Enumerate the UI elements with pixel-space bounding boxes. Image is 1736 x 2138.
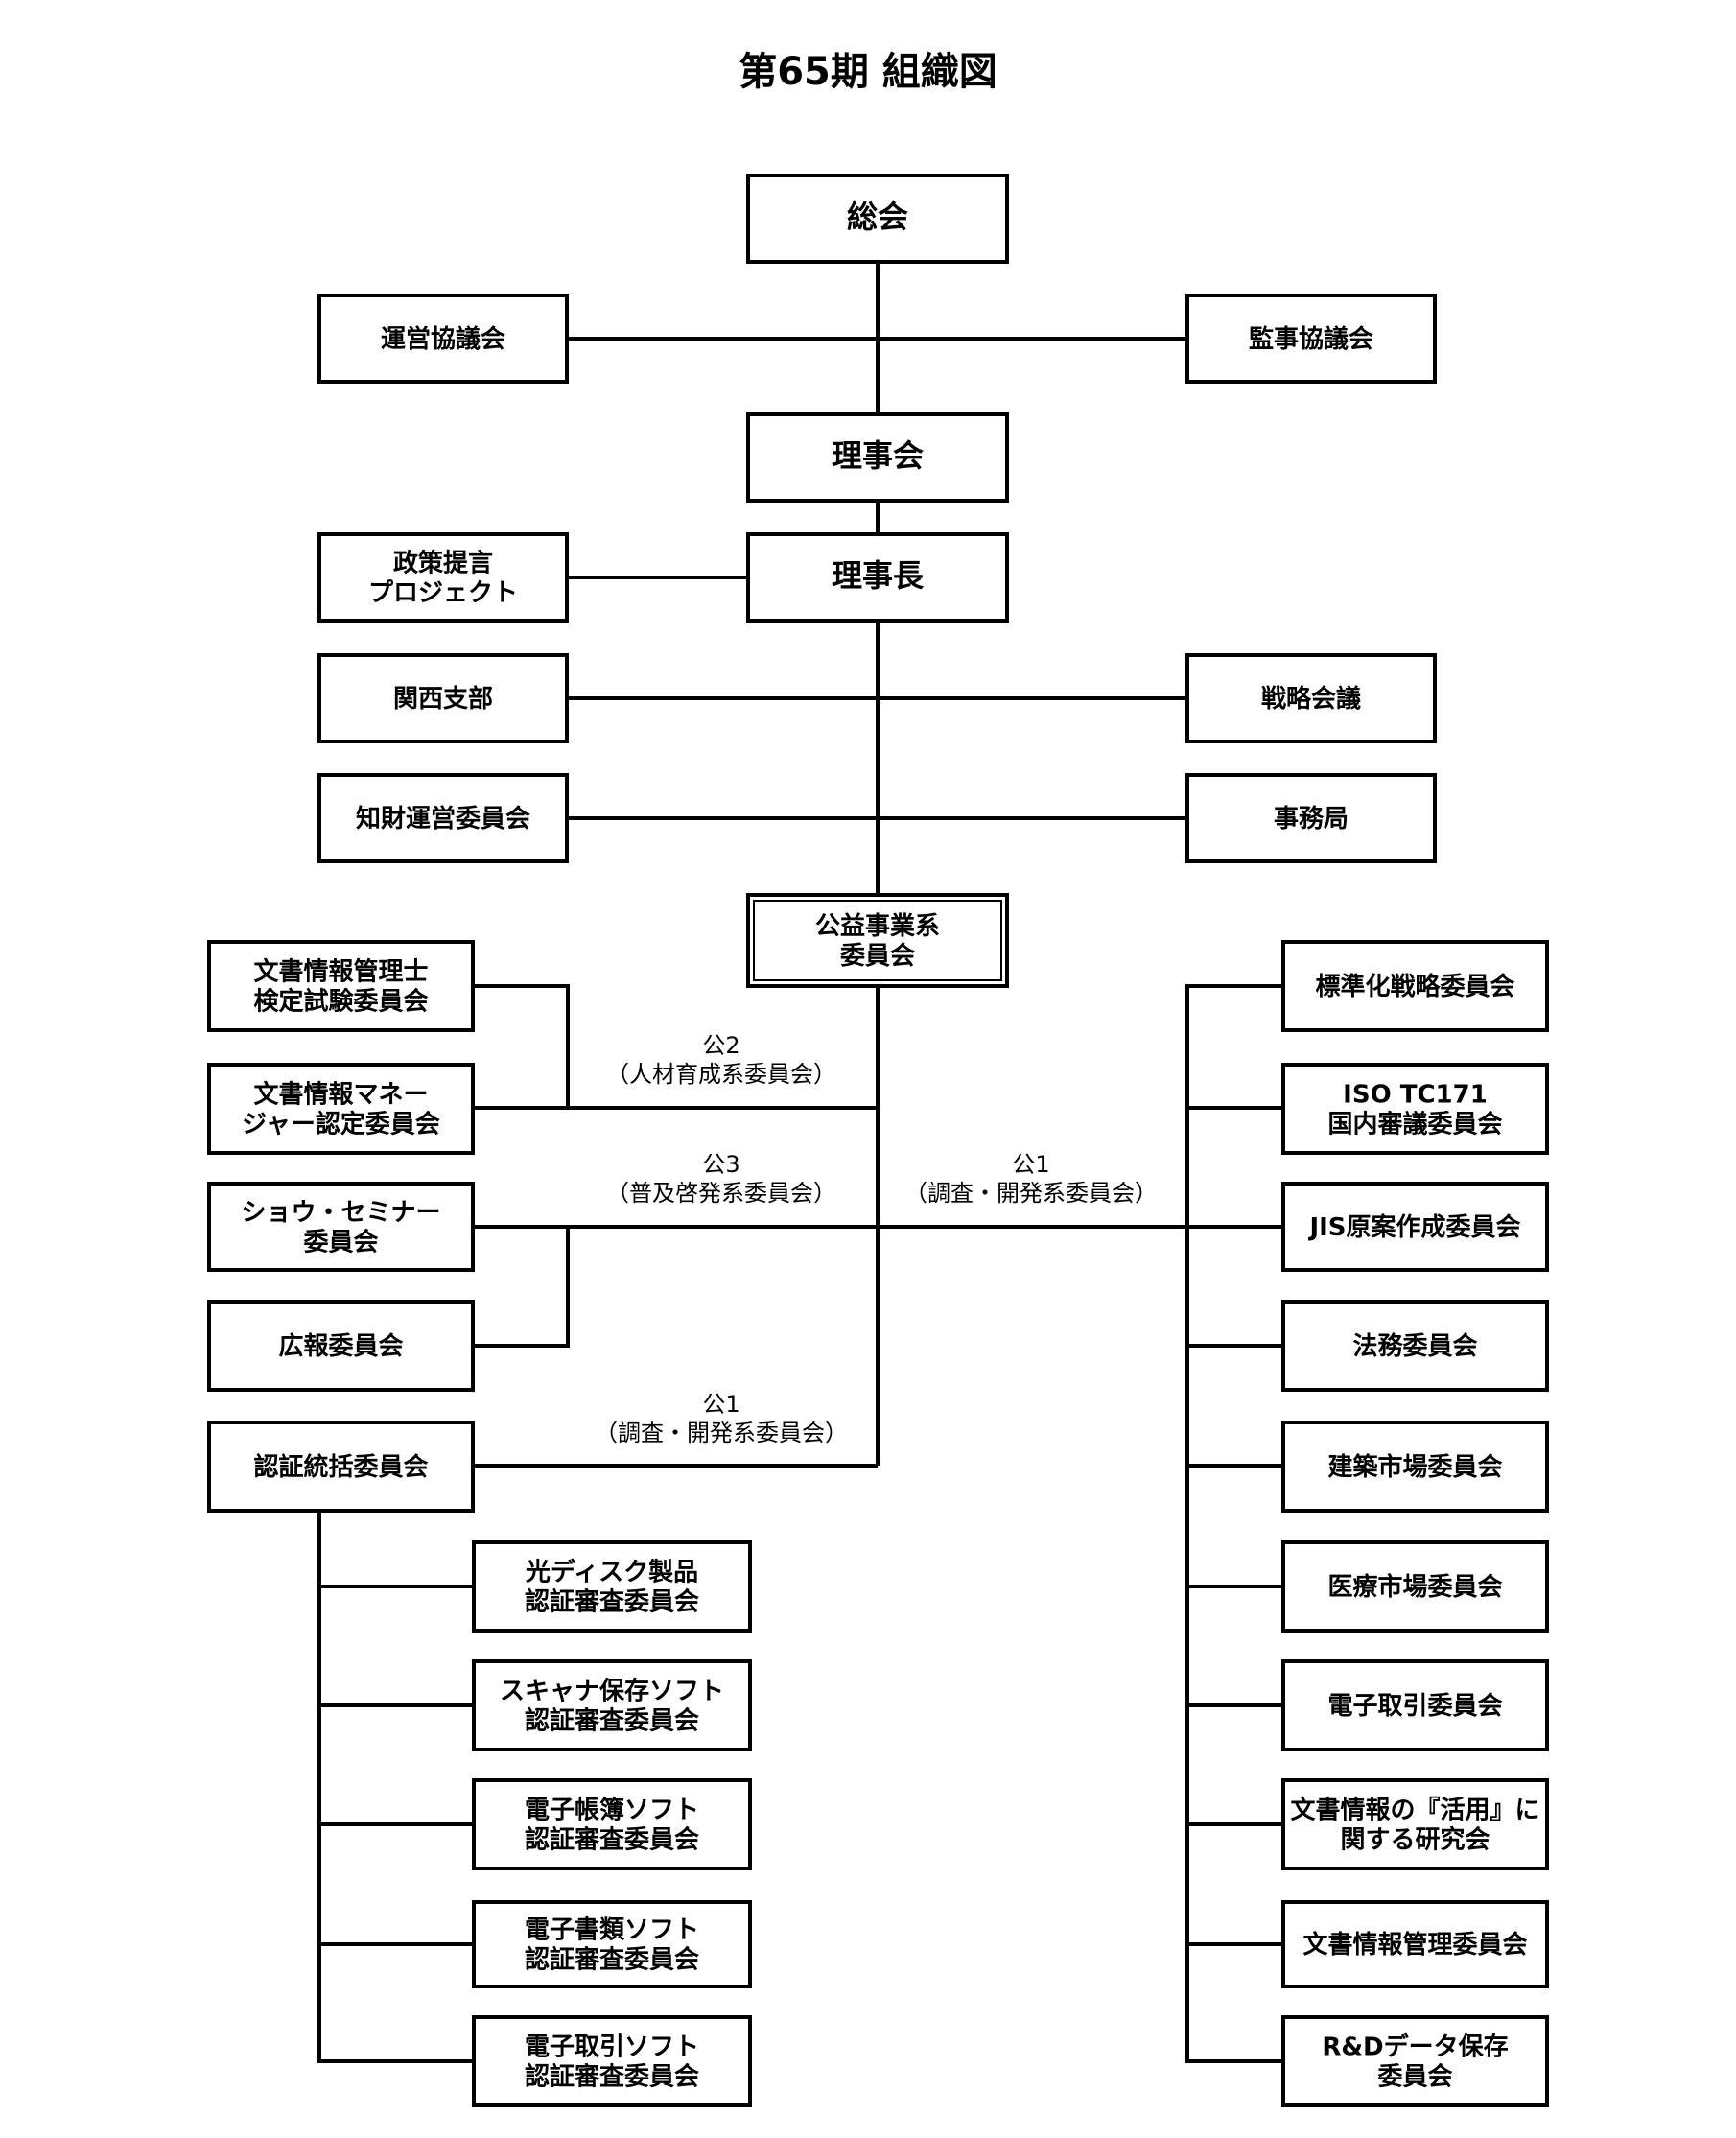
group-annotation-kou3: 公3 — [702, 1151, 739, 1178]
org-label-optical: 光ディスク製品 — [525, 1558, 698, 1587]
org-label-denshi-torihiki: 電子取引委員会 — [1327, 1692, 1502, 1721]
org-label-ninshou-tokatsu: 認証統括委員会 — [253, 1452, 428, 1482]
group-annotation-kou1-right: （調査・開発系委員会） — [904, 1180, 1158, 1207]
org-box-soukai — [746, 174, 1009, 264]
connector-line — [473, 984, 570, 1108]
org-label-iso: 国内審議委員会 — [1327, 1110, 1502, 1139]
org-box-iryou — [1281, 1540, 1549, 1633]
connector-line — [1185, 984, 1283, 2063]
org-label-unei-kyougikai: 運営協議会 — [381, 324, 505, 354]
org-box-shorui — [472, 1900, 752, 1988]
org-label-houmu: 法務委員会 — [1352, 1332, 1477, 1361]
connector-line — [473, 1227, 570, 1348]
org-label-hyoujunka: 標準化戦略委員会 — [1315, 972, 1514, 1001]
org-label-jimukyoku: 事務局 — [1274, 805, 1349, 834]
group-annotation-kou1-bottom: 公1 — [702, 1391, 739, 1418]
org-box-chouhou — [472, 1778, 752, 1870]
org-box-rijikai — [746, 412, 1009, 503]
org-box-unei-kyougikai — [317, 294, 569, 384]
org-box-senryaku-kaigi — [1185, 653, 1437, 743]
org-box-iso — [1281, 1063, 1549, 1155]
org-label-chouhou: 認証審査委員会 — [525, 1825, 699, 1855]
org-label-kouhou: 広報委員会 — [278, 1331, 403, 1361]
org-box-scanner — [472, 1659, 752, 1751]
org-label-optical: 認証審査委員会 — [525, 1587, 699, 1617]
org-label-katsuyou: 文書情報の『活用』に — [1290, 1796, 1539, 1825]
group-annotation-kou2: （人材育成系委員会） — [606, 1061, 836, 1088]
org-box-kouhou — [207, 1300, 475, 1392]
org-box-kanri — [1281, 1900, 1549, 1988]
org-label-jis: JIS原案作成委員会 — [1307, 1212, 1520, 1242]
connector-lines — [317, 262, 1283, 2063]
connector-line — [317, 1511, 474, 2063]
chart-title: 第65期 組織図 — [739, 50, 997, 94]
org-label-scanner: スキャナ保存ソフト — [500, 1678, 724, 1706]
group-annotation-kou3: （普及啓発系委員会） — [606, 1180, 836, 1207]
org-label-iso: ISO TC171 — [1343, 1081, 1488, 1110]
org-label-soukai: 総会 — [847, 199, 908, 235]
org-label-manager: ジャー認定委員会 — [242, 1110, 440, 1139]
org-box-katsuyou — [1281, 1778, 1549, 1870]
org-box-inner-border — [753, 900, 1002, 981]
org-label-kanrishi: 検定試験委員会 — [253, 987, 428, 1017]
org-box-kanji-kyougikai — [1185, 294, 1437, 384]
org-box-ninshou-tokatsu — [207, 1421, 475, 1513]
org-label-chouhou: 電子帳簿ソフト — [525, 1797, 699, 1825]
org-label-scanner: 認証審査委員会 — [525, 1706, 699, 1736]
org-label-rijichou: 理事長 — [832, 557, 925, 594]
org-label-iryou: 医療市場委員会 — [1327, 1572, 1502, 1602]
org-boxes — [207, 174, 1549, 2107]
org-label-senryaku-kaigi: 戦略会議 — [1261, 684, 1361, 714]
org-box-seisaku — [317, 532, 569, 623]
org-box-kanrishi — [207, 940, 475, 1032]
org-label-kenchiku: 建築市場委員会 — [1327, 1452, 1502, 1482]
org-box-jimukyoku — [1185, 773, 1437, 863]
org-label-koueki: 公益事業系 — [815, 912, 940, 941]
org-label-seisaku: プロジェクト — [368, 579, 518, 608]
org-label-torihiki-soft: 電子取引ソフト — [525, 2033, 699, 2062]
org-label-rd: 委員会 — [1377, 2063, 1452, 2092]
org-label-manager: 文書情報マネー — [253, 1080, 428, 1110]
org-box-torihiki-soft — [472, 2015, 752, 2107]
org-label-show-seminar: ショウ・セミナー — [241, 1199, 440, 1228]
org-label-kansai: 関西支部 — [393, 685, 493, 714]
org-label-kanri: 文書情報管理委員会 — [1302, 1930, 1527, 1960]
org-box-koueki — [746, 893, 1009, 988]
org-box-houmu — [1281, 1300, 1549, 1392]
org-label-kanji-kyougikai: 監事協議会 — [1249, 324, 1373, 354]
org-box-kenchiku — [1281, 1421, 1549, 1513]
org-box-chizai — [317, 773, 569, 863]
org-label-shorui: 電子書類ソフト — [525, 1916, 699, 1945]
org-box-optical — [472, 1540, 752, 1633]
org-label-rijikai: 理事会 — [832, 437, 924, 474]
org-label-koueki: 委員会 — [840, 942, 915, 971]
org-label-kanrishi: 文書情報管理士 — [253, 957, 428, 987]
org-label-seisaku: 政策提言 — [393, 549, 493, 578]
org-box-denshi-torihiki — [1281, 1659, 1549, 1751]
org-label-rd: R&Dデータ保存 — [1322, 2032, 1508, 2062]
org-label-show-seminar: 委員会 — [303, 1229, 378, 1257]
org-label-torihiki-soft: 認証審査委員会 — [525, 2062, 699, 2092]
org-box-manager — [207, 1063, 475, 1155]
group-annotation-kou1-right: 公1 — [1012, 1151, 1049, 1178]
org-label-chizai: 知財運営委員会 — [356, 805, 530, 834]
org-box-rd — [1281, 2015, 1549, 2107]
org-label-shorui: 認証審査委員会 — [525, 1945, 699, 1975]
org-box-kansai — [317, 653, 569, 743]
group-annotation-kou2: 公2 — [702, 1032, 739, 1059]
org-box-show-seminar — [207, 1182, 475, 1272]
org-box-hyoujunka — [1281, 940, 1549, 1032]
group-annotation-kou1-bottom: （調査・開発系委員会） — [595, 1420, 848, 1446]
org-box-rijichou — [746, 532, 1009, 623]
org-label-katsuyou: 関する研究会 — [1340, 1825, 1490, 1855]
org-box-jis — [1281, 1182, 1549, 1272]
